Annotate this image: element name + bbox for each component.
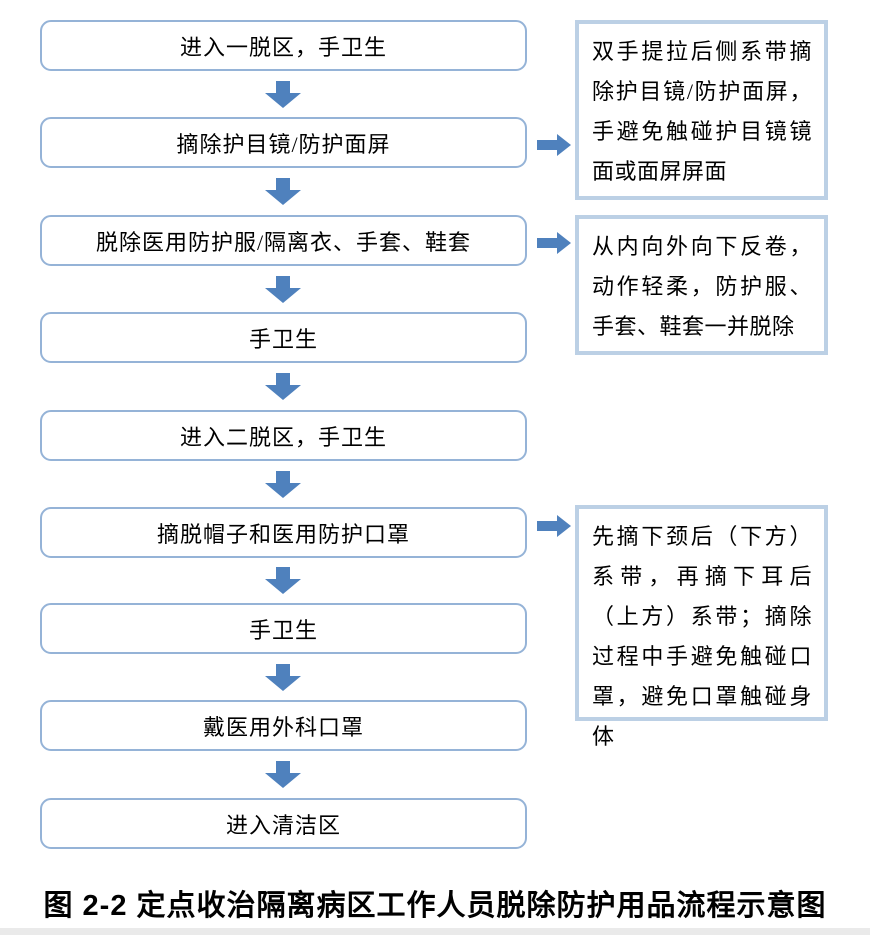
arrow-down-icon	[265, 567, 301, 594]
flow-step: 进入二脱区，手卫生	[40, 410, 527, 461]
arrow-down-icon	[265, 81, 301, 108]
arrow-right-icon	[537, 515, 571, 537]
flow-step-label: 进入一脱区，手卫生	[179, 34, 387, 60]
annotation-text: 先摘下颈后（下方）系带，再摘下耳后（上方）系带；摘除过程中手避免触碰口罩，避免口…	[592, 524, 812, 749]
flow-step: 脱除医用防护服/隔离衣、手套、鞋套	[40, 215, 527, 266]
annotation-text: 双手提拉后侧系带摘除护目镜/防护面屏，手避免触碰护目镜镜面或面屏屏面	[592, 39, 812, 184]
flow-step: 手卫生	[40, 603, 527, 654]
arrow-right-icon	[537, 134, 571, 156]
flow-step-label: 脱除医用防护服/隔离衣、手套、鞋套	[95, 229, 472, 255]
flow-step-label: 手卫生	[248, 326, 318, 352]
page-edge	[0, 928, 870, 935]
arrow-down-icon	[265, 276, 301, 303]
arrow-down-icon	[265, 471, 301, 498]
figure-caption: 图 2-2 定点收治隔离病区工作人员脱除防护用品流程示意图	[43, 890, 827, 922]
flow-step-label: 摘除护目镜/防护面屏	[176, 131, 391, 157]
flow-step: 手卫生	[40, 312, 527, 363]
flow-step-label: 进入清洁区	[225, 812, 341, 838]
arrow-right-icon	[537, 232, 571, 254]
flow-step-label: 戴医用外科口罩	[202, 714, 364, 740]
annotation-box: 双手提拉后侧系带摘除护目镜/防护面屏，手避免触碰护目镜镜面或面屏屏面	[575, 20, 828, 200]
flow-step-label: 摘脱帽子和医用防护口罩	[156, 521, 410, 547]
flow-step: 进入一脱区，手卫生	[40, 20, 527, 71]
arrow-down-icon	[265, 178, 301, 205]
flow-step: 摘脱帽子和医用防护口罩	[40, 507, 527, 558]
flow-step: 摘除护目镜/防护面屏	[40, 117, 527, 168]
arrow-down-icon	[265, 761, 301, 788]
arrow-down-icon	[265, 664, 301, 691]
flow-step: 进入清洁区	[40, 798, 527, 849]
flow-step-label: 手卫生	[248, 617, 318, 643]
annotation-box: 从内向外向下反卷，动作轻柔，防护服、手套、鞋套一并脱除	[575, 215, 828, 355]
annotation-box: 先摘下颈后（下方）系带，再摘下耳后（上方）系带；摘除过程中手避免触碰口罩，避免口…	[575, 505, 828, 749]
annotation-text: 从内向外向下反卷，动作轻柔，防护服、手套、鞋套一并脱除	[592, 234, 812, 339]
flow-step-label: 进入二脱区，手卫生	[179, 424, 387, 450]
flow-step: 戴医用外科口罩	[40, 700, 527, 751]
arrow-down-icon	[265, 373, 301, 400]
